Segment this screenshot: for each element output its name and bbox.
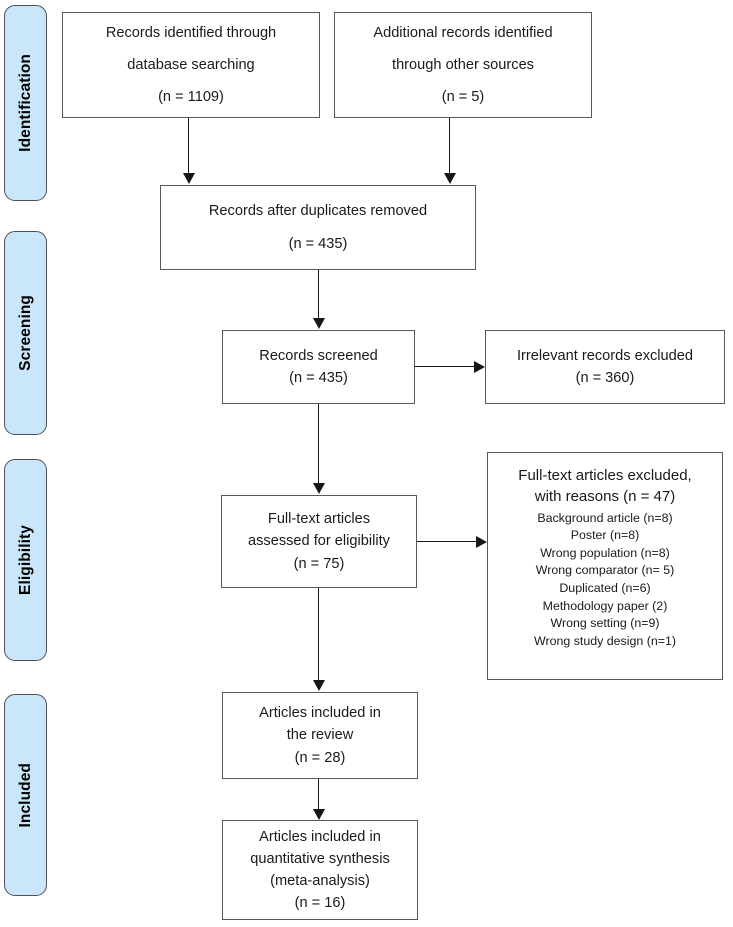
- node-articles-included-review: Articles included in the review (n = 28): [222, 692, 418, 779]
- node-line: Articles included in: [259, 705, 381, 722]
- exclusion-reason-item: Background article (n=8): [537, 510, 673, 525]
- arrowhead-fulltext-to-included-review: [313, 680, 325, 691]
- stage-tab-screening-label: Screening: [16, 295, 34, 371]
- node-count: (n = 28): [294, 749, 346, 766]
- exclusion-reason-item: Wrong study design (n=1): [534, 633, 676, 648]
- exclusion-reason-item: Duplicated (n=6): [559, 581, 651, 596]
- node-line: Full-text articles: [267, 511, 371, 528]
- node-line: (meta-analysis): [270, 873, 370, 889]
- arrowhead-fulltext-to-excluded: [476, 536, 487, 548]
- connector-db-search-to-duplicates: [188, 118, 189, 174]
- arrowhead-screened-to-irrelevant: [474, 361, 485, 373]
- node-line: Articles included in: [259, 828, 381, 845]
- connector-fulltext-to-included-review: [318, 588, 319, 681]
- node-count: (n = 75): [293, 555, 345, 572]
- exclusion-reason-item: Wrong population (n=8): [540, 545, 670, 560]
- arrowhead-other-sources-to-duplicates: [444, 173, 456, 184]
- arrowhead-duplicates-to-screened: [313, 318, 325, 329]
- node-line: Irrelevant records excluded: [516, 347, 694, 364]
- node-records-identified-database: Records identified through database sear…: [62, 12, 320, 118]
- exclusion-reason-item: Wrong comparator (n= 5): [535, 563, 675, 578]
- stage-tab-eligibility-label: Eligibility: [16, 525, 34, 595]
- node-count: with reasons (n = 47): [534, 488, 676, 506]
- node-count: (n = 5): [441, 89, 485, 106]
- exclusion-reason-item: Poster (n=8): [570, 528, 640, 543]
- exclusion-reasons-list: Background article (n=8) Poster (n=8) Wr…: [534, 510, 676, 651]
- connector-other-sources-to-duplicates: [449, 118, 450, 174]
- node-count: (n = 360): [575, 370, 635, 386]
- connector-duplicates-to-screened: [318, 270, 319, 319]
- exclusion-reason-item: Wrong setting (n=9): [550, 616, 660, 631]
- node-line: Additional records identified: [373, 24, 553, 41]
- node-fulltext-articles-excluded: Full-text articles excluded, with reason…: [487, 452, 723, 680]
- node-line: Records after duplicates removed: [208, 203, 428, 220]
- node-irrelevant-records-excluded: Irrelevant records excluded (n = 360): [485, 330, 725, 404]
- node-count: (n = 16): [294, 895, 346, 912]
- node-line: assessed for eligibility: [248, 533, 390, 550]
- stage-tab-identification: Identification: [4, 5, 47, 201]
- stage-tab-identification-label: Identification: [16, 54, 34, 152]
- node-records-after-duplicates-removed: Records after duplicates removed (n = 43…: [160, 185, 476, 270]
- connector-fulltext-to-excluded: [417, 541, 479, 542]
- node-line: through other sources: [392, 56, 534, 73]
- exclusion-reason-item: Methodology paper (2): [542, 598, 668, 613]
- node-records-screened: Records screened (n = 435): [222, 330, 415, 404]
- arrowhead-db-search-to-duplicates: [183, 173, 195, 184]
- arrowhead-included-review-to-meta: [313, 809, 325, 820]
- stage-tab-included: Included: [4, 694, 47, 896]
- connector-screened-to-irrelevant: [415, 366, 477, 367]
- connector-included-review-to-meta: [318, 779, 319, 812]
- node-count: (n = 1109): [158, 89, 224, 106]
- arrowhead-screened-to-fulltext: [313, 483, 325, 494]
- node-fulltext-assessed-eligibility: Full-text articles assessed for eligibil…: [221, 495, 417, 588]
- node-line: database searching: [127, 56, 255, 73]
- stage-tab-eligibility: Eligibility: [4, 459, 47, 661]
- node-count: (n = 435): [289, 370, 348, 386]
- stage-tab-included-label: Included: [16, 762, 34, 828]
- node-articles-included-meta-analysis: Articles included in quantitative synthe…: [222, 820, 418, 920]
- node-line: Records screened: [259, 347, 378, 364]
- node-additional-records-other-sources: Additional records identified through ot…: [334, 12, 592, 118]
- node-line: quantitative synthesis: [250, 850, 390, 867]
- connector-screened-to-fulltext: [318, 404, 319, 484]
- stage-tab-screening: Screening: [4, 231, 47, 435]
- node-line: Records identified through: [105, 24, 277, 41]
- node-count: (n = 435): [288, 235, 348, 252]
- node-line: the review: [286, 727, 354, 744]
- node-line: Full-text articles excluded,: [518, 467, 692, 484]
